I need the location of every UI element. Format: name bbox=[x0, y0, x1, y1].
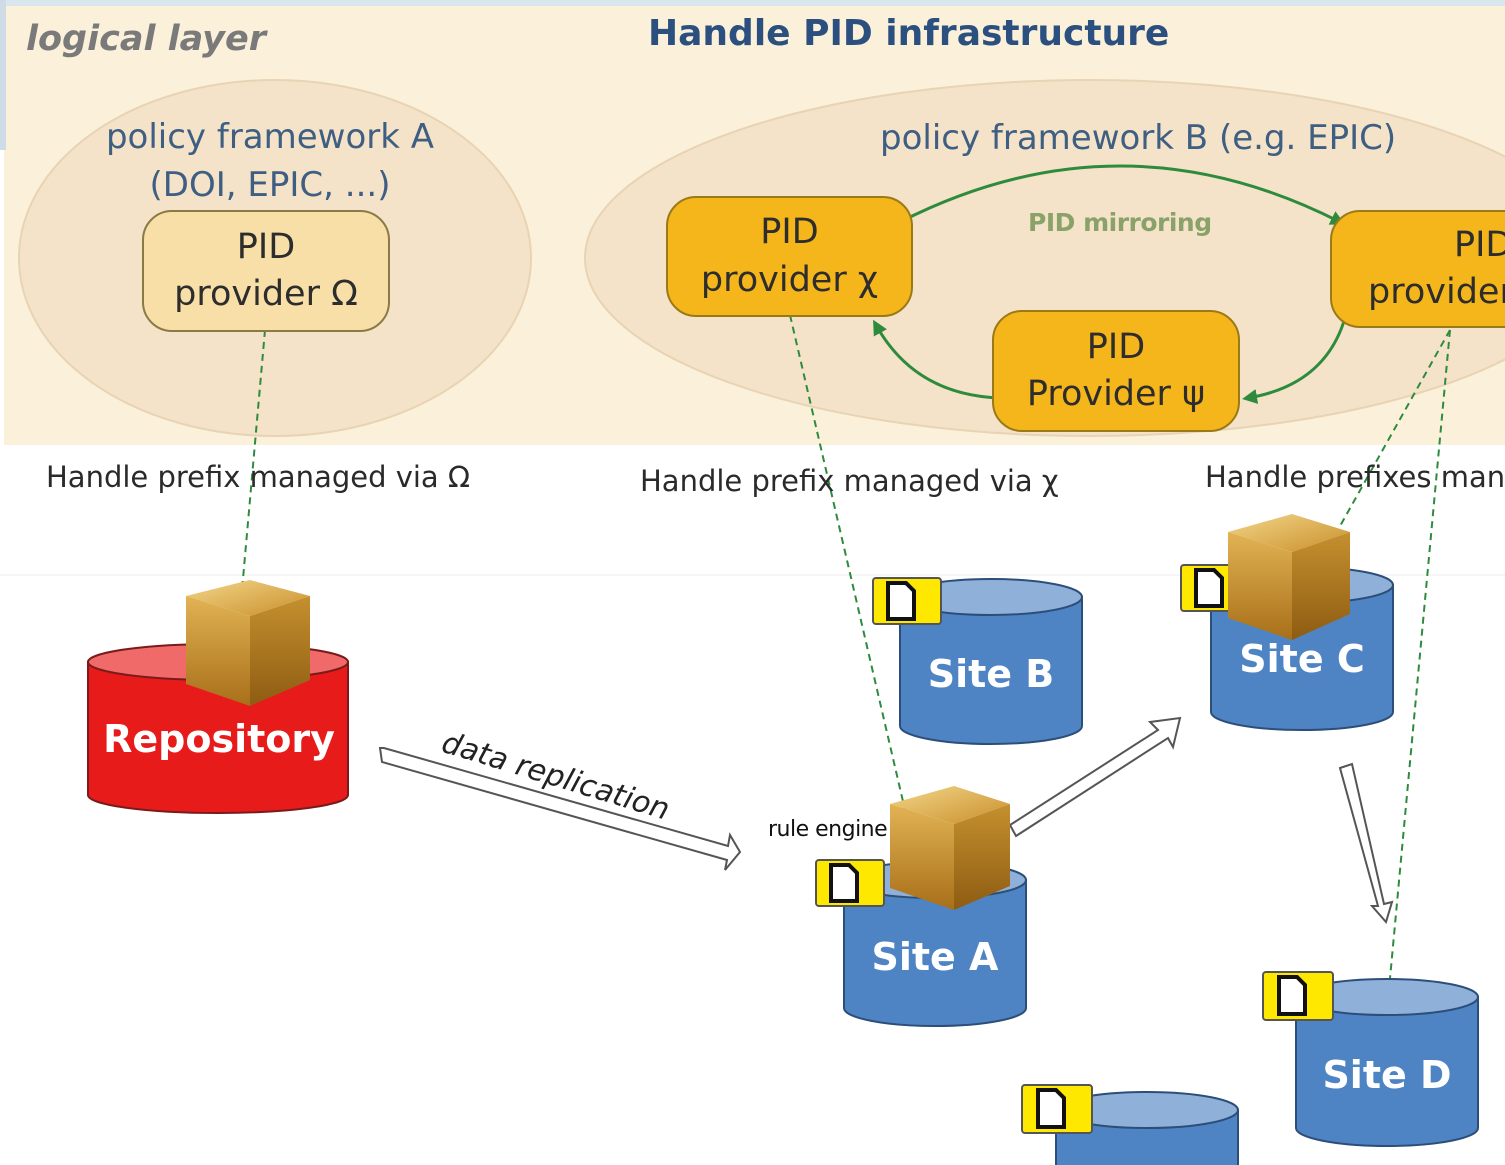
site-e-database-partial bbox=[1055, 1091, 1239, 1165]
document-tag-icon bbox=[872, 577, 942, 625]
prefix-label-chi: Handle prefix managed via χ bbox=[640, 464, 1059, 498]
pid-mirroring-label: PID mirroring bbox=[1028, 208, 1212, 237]
pid-provider-psi: PID Provider ψ bbox=[992, 310, 1240, 432]
document-tag-icon bbox=[1262, 971, 1334, 1021]
document-tag-icon bbox=[815, 859, 885, 907]
pid-provider-right-line2: provider bbox=[1368, 272, 1505, 312]
prefix-label-right: Handle prefixes mana bbox=[1205, 460, 1505, 494]
document-tag-icon bbox=[1021, 1084, 1093, 1134]
replication-arrows bbox=[378, 716, 1394, 925]
framework-b-ellipse bbox=[584, 79, 1505, 437]
logical-layer-label: logical layer bbox=[26, 19, 266, 59]
repository-label: Repository bbox=[103, 717, 335, 761]
cube-icon bbox=[890, 786, 1010, 910]
site-d-label: Site D bbox=[1322, 1053, 1452, 1097]
pid-provider-omega-line1: PID bbox=[236, 226, 296, 267]
pid-provider-psi-line2: Provider ψ bbox=[1026, 374, 1206, 414]
cube-icon bbox=[1228, 514, 1350, 640]
framework-a-line2: (DOI, EPIC, ...) bbox=[149, 165, 391, 206]
framework-a-line1: policy framework A bbox=[105, 117, 435, 157]
framework-b-label: policy framework B (e.g. EPIC) bbox=[880, 118, 1397, 158]
pid-provider-chi: PID provider χ bbox=[666, 196, 913, 317]
site-a-label: Site A bbox=[871, 935, 999, 979]
page-title: Handle PID infrastructure bbox=[648, 13, 1170, 54]
prefix-label-omega: Handle prefix managed via Ω bbox=[46, 460, 471, 494]
site-c-label: Site C bbox=[1239, 637, 1365, 681]
pid-provider-psi-line1: PID bbox=[1086, 326, 1146, 367]
prefix-links bbox=[241, 314, 1451, 1004]
pid-provider-right: PID provider bbox=[1330, 210, 1505, 328]
cube-icon bbox=[186, 580, 310, 706]
pid-provider-chi-line2: provider χ bbox=[700, 259, 879, 300]
pid-provider-omega: PID provider Ω bbox=[142, 210, 390, 332]
mirroring-arrow-left bbox=[873, 319, 1001, 400]
pid-provider-right-line1: PID bbox=[1454, 224, 1505, 265]
rule-engine-label: rule engine bbox=[768, 817, 888, 842]
mirroring-arrow-top bbox=[899, 164, 1346, 225]
pid-provider-omega-line2: provider Ω bbox=[174, 274, 358, 314]
mirroring-arrow-right bbox=[1242, 317, 1347, 404]
framework-a-label: policy framework A (DOI, EPIC, ...) bbox=[80, 113, 460, 210]
pid-provider-chi-line1: PID bbox=[760, 212, 819, 253]
site-b-database bbox=[899, 578, 1083, 745]
site-d-database bbox=[1295, 978, 1479, 1147]
site-b-label: Site B bbox=[927, 652, 1055, 696]
